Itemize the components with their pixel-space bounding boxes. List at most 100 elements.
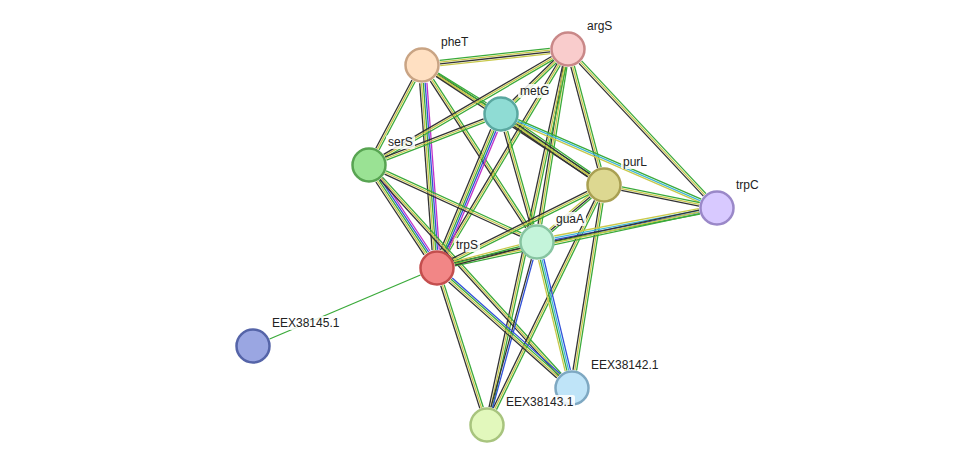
node-circle-shape	[483, 96, 519, 132]
node-label: metG	[518, 84, 551, 98]
interaction-edge	[441, 285, 484, 409]
node-label: trpS	[454, 238, 480, 252]
evidence-line	[517, 122, 590, 173]
node-label: EEX38143.1	[504, 395, 575, 409]
evidence-line	[506, 131, 532, 224]
evidence-line	[386, 171, 521, 233]
node-circle-shape	[419, 250, 455, 286]
evidence-line	[380, 180, 559, 376]
evidence-line	[447, 132, 497, 253]
evidence-line	[441, 286, 480, 409]
evidence-line	[554, 209, 699, 236]
node-circle	[701, 192, 734, 225]
node-label: argS	[585, 19, 614, 33]
evidence-line	[622, 189, 700, 205]
evidence-line	[425, 83, 437, 250]
node-circle	[485, 98, 518, 131]
evidence-line	[382, 177, 561, 373]
evidence-line	[442, 285, 481, 408]
protein-node: serS	[351, 147, 387, 183]
evidence-line	[380, 179, 428, 252]
interaction-edge	[621, 187, 699, 206]
evidence-line	[440, 54, 550, 66]
interaction-edge	[270, 275, 421, 339]
interaction-edge	[420, 83, 440, 251]
evidence-line	[437, 75, 589, 175]
node-circle-shape	[404, 47, 440, 83]
evidence-line	[446, 131, 496, 252]
evidence-line	[539, 260, 566, 371]
node-circle	[237, 330, 270, 363]
interaction-edge	[539, 259, 571, 371]
node-circle-shape	[550, 31, 586, 67]
evidence-line	[427, 83, 439, 250]
protein-node: guaA	[519, 224, 555, 260]
evidence-line	[518, 121, 701, 201]
protein-node: purL	[586, 167, 622, 203]
node-label: EEX38145.1	[270, 316, 341, 330]
evidence-line	[270, 275, 421, 339]
node-circle-shape	[235, 328, 271, 364]
protein-node: EEX38145.1	[235, 328, 271, 364]
interaction-edge	[376, 80, 415, 150]
evidence-line	[449, 282, 557, 378]
evidence-line	[540, 260, 567, 371]
protein-node: argS	[550, 31, 586, 67]
node-circle	[421, 252, 454, 285]
interaction-edge	[452, 191, 588, 261]
evidence-line	[379, 82, 415, 150]
node-circle	[353, 149, 386, 182]
node-circle-shape	[469, 407, 505, 443]
node-label: guaA	[554, 212, 586, 226]
evidence-line	[508, 131, 534, 224]
interaction-edge	[385, 171, 522, 236]
node-circle	[552, 33, 585, 66]
evidence-line	[517, 123, 700, 203]
evidence-line	[544, 259, 571, 370]
evidence-line	[381, 178, 560, 374]
evidence-line	[455, 212, 700, 264]
evidence-line	[385, 119, 483, 157]
evidence-line	[504, 132, 530, 225]
node-circle	[406, 49, 439, 82]
node-label: trpC	[734, 178, 761, 192]
evidence-line	[441, 129, 491, 250]
interaction-edge	[550, 195, 592, 231]
node-circle-shape	[519, 224, 555, 260]
interaction-edge	[380, 177, 561, 376]
evidence-line	[386, 122, 484, 160]
evidence-line	[444, 285, 483, 408]
node-label: serS	[386, 135, 415, 149]
interaction-edge	[441, 129, 498, 253]
protein-node: pheT	[404, 47, 440, 83]
protein-node: EEX38143.1	[469, 407, 505, 443]
evidence-line	[450, 281, 558, 377]
evidence-line	[440, 52, 550, 64]
evidence-line	[516, 123, 589, 174]
evidence-line	[622, 187, 700, 203]
node-circle-shape	[699, 190, 735, 226]
interaction-edge	[493, 200, 597, 409]
evidence-line	[621, 190, 699, 206]
evidence-line	[515, 125, 588, 176]
evidence-line	[444, 131, 494, 252]
evidence-line	[386, 120, 484, 158]
node-label: EEX38142.1	[589, 358, 660, 372]
node-circle-shape	[351, 147, 387, 183]
interaction-edge	[517, 120, 701, 203]
interaction-edge	[440, 48, 551, 65]
node-circle-shape	[586, 167, 622, 203]
node-circle	[521, 226, 554, 259]
node-circle	[588, 169, 621, 202]
interaction-edge	[385, 119, 485, 160]
evidence-line	[542, 259, 569, 370]
protein-node: metG	[483, 96, 519, 132]
node-label: purL	[621, 155, 649, 169]
node-label: pheT	[439, 35, 470, 49]
evidence-line	[442, 130, 492, 251]
interaction-edge	[454, 210, 700, 266]
protein-node: trpC	[699, 190, 735, 226]
protein-node: trpS	[419, 250, 455, 286]
